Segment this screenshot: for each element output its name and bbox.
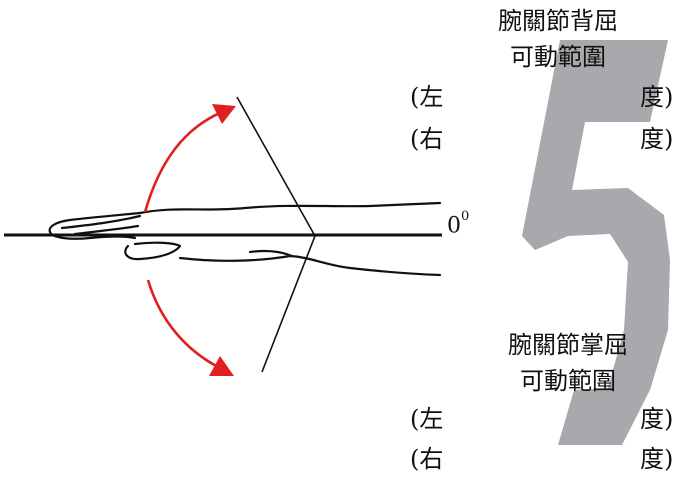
dorsiflexion-left-open: (左 [410,83,444,111]
zero-value: 0 [447,213,461,239]
degree-mark: 0 [461,209,470,224]
dorsiflexion-title-line2: 可動範圍 [510,43,606,71]
palmar-flexion-left-open: (左 [410,405,444,433]
dorsal-angle-line [236,96,316,237]
palmar-flexion-left-close: 度) [640,405,674,433]
arm-outline [48,201,442,277]
dorsiflexion-arrowhead [212,104,236,124]
zero-degree-label: 00 [447,206,469,241]
palmar-flexion-right-close: 度) [640,445,674,473]
palmar-flexion-title-line2: 可動範圍 [520,367,616,395]
watermark-5 [522,40,670,445]
palmar-flexion-right-open: (右 [410,445,444,473]
palmar-angle-line [261,235,316,373]
dorsiflexion-left-close: 度) [640,83,674,111]
dorsiflexion-arc [143,110,223,213]
palmar-flexion-arc [146,279,221,370]
dorsiflexion-title-line1: 腕關節背屈 [498,7,618,35]
palmar-flexion-title-line1: 腕關節掌屈 [508,331,628,359]
dorsiflexion-right-open: (右 [410,125,444,153]
palmar-flexion-arrowhead [209,356,234,376]
dorsiflexion-right-close: 度) [640,125,674,153]
